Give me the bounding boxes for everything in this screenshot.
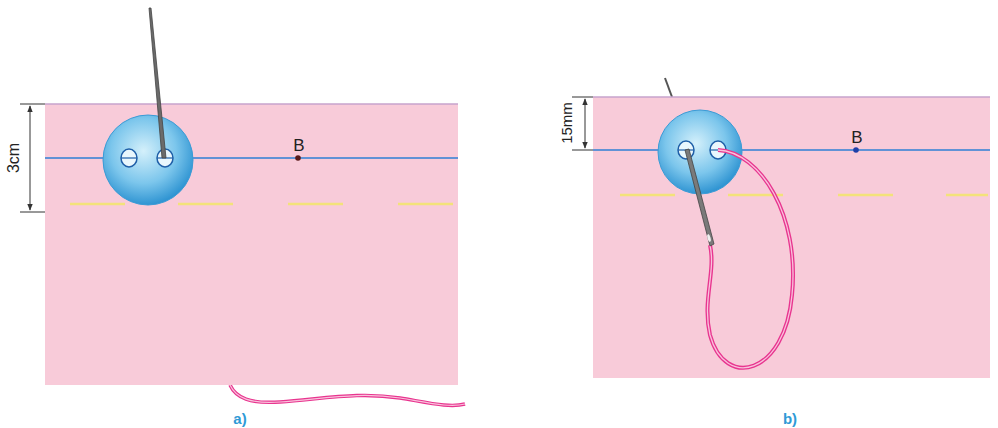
dashed-line	[620, 194, 988, 197]
point-label: B	[293, 137, 304, 154]
fabric	[593, 97, 990, 378]
thread	[230, 385, 465, 405]
fabric-edge	[593, 96, 990, 98]
panel-label: b)	[783, 411, 797, 426]
needle	[149, 8, 166, 158]
button-line	[593, 149, 990, 151]
dimension-line	[585, 99, 586, 148]
thread	[707, 150, 793, 368]
dimension-label: 15mm	[559, 102, 574, 144]
dimension-tick	[20, 104, 45, 105]
panel-label: a)	[233, 411, 246, 426]
dimension-tick	[20, 212, 45, 213]
dimension-tick	[572, 97, 593, 98]
dashed-line	[70, 203, 453, 206]
thread-highlight	[707, 150, 793, 368]
needle-eye	[707, 234, 712, 243]
dimension-tick	[572, 150, 593, 151]
button	[103, 115, 193, 205]
dimension-label: 3cm	[6, 143, 22, 173]
dimension-line	[30, 106, 31, 210]
thread-highlight	[230, 385, 465, 405]
point-label: B	[851, 129, 862, 146]
point	[853, 147, 859, 153]
fabric-edge	[45, 103, 458, 105]
needle	[685, 149, 714, 246]
fabric	[45, 104, 458, 385]
needle	[665, 78, 672, 97]
point	[295, 155, 301, 161]
